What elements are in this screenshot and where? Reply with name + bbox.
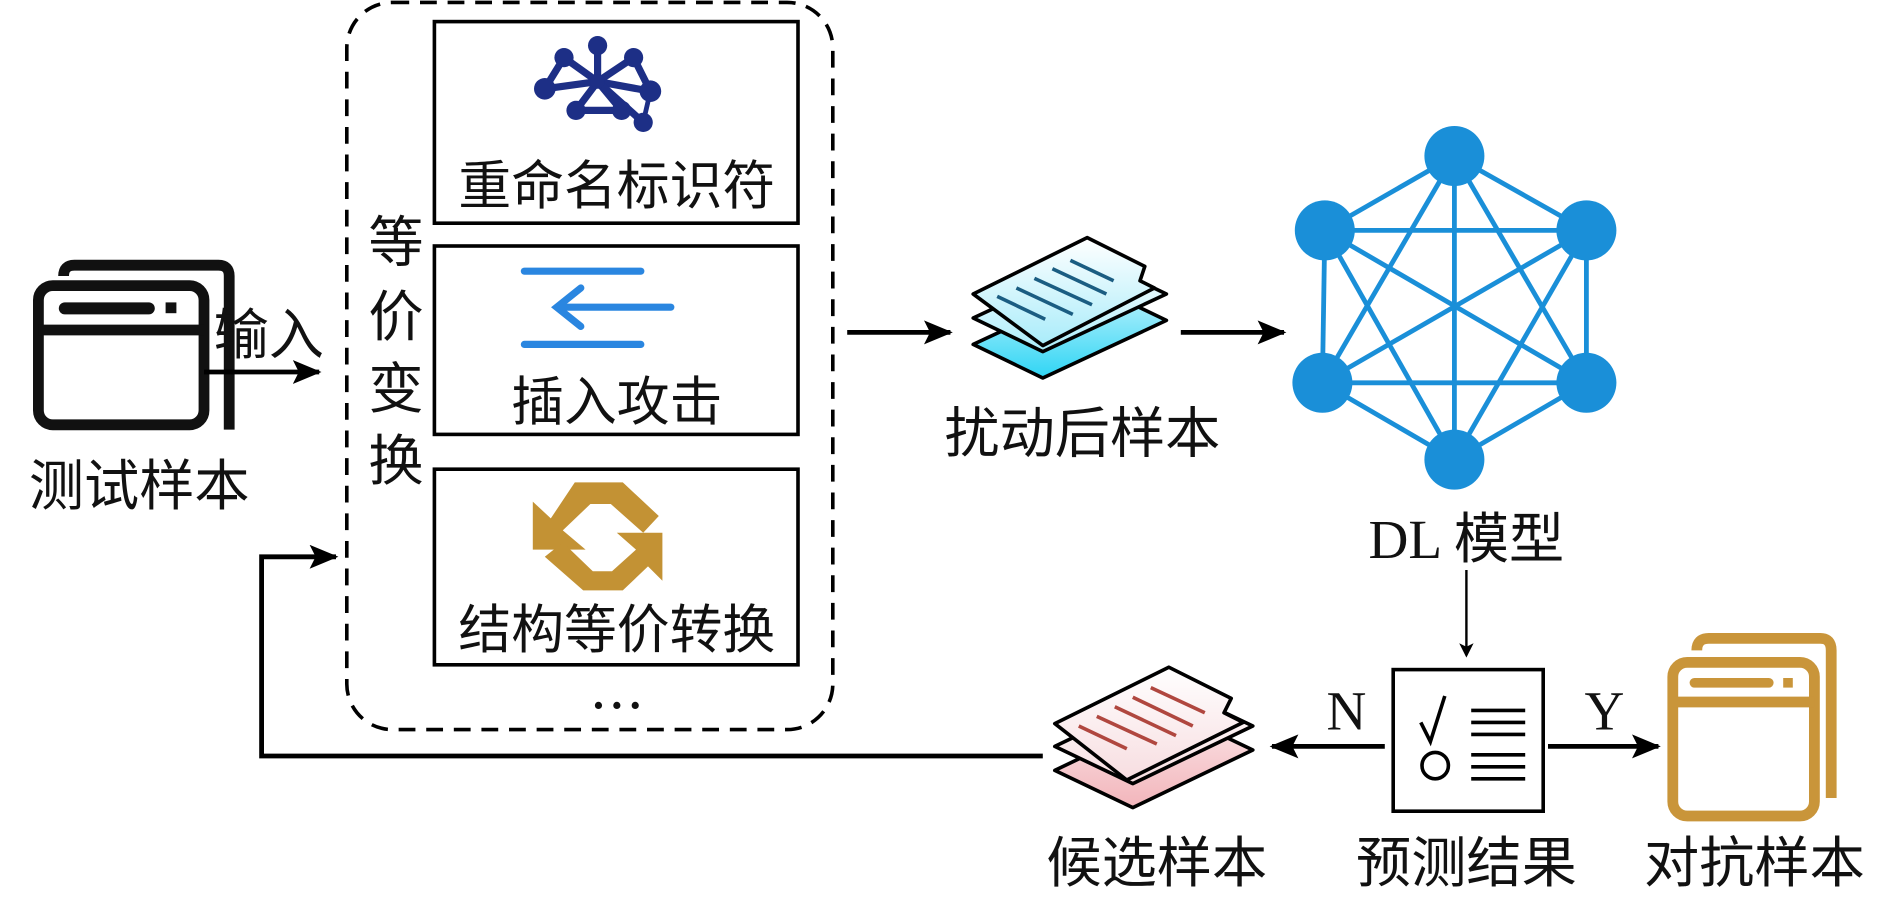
candidate-sample-node: 候选样本	[1046, 665, 1267, 896]
window-stack-icon	[33, 259, 235, 431]
network-edge	[1321, 228, 1588, 385]
method-rename-identifier: 重命名标识符	[432, 19, 800, 225]
equivalent-transform-group: 等 价 变 换	[344, 0, 835, 732]
group-label-char: 价	[368, 286, 423, 350]
method-label: 重命名标识符	[458, 156, 775, 217]
network-edges	[1320, 153, 1589, 462]
method-label: 插入攻击	[511, 372, 722, 433]
perturbed-sample-label: 扰动后样本	[944, 402, 1220, 466]
method-label: 结构等价转换	[458, 600, 775, 661]
network-edge	[1452, 229, 1589, 461]
equivalent-transform-label: 等 价 变 换	[368, 212, 423, 494]
document-stack-icon	[1053, 665, 1255, 810]
prediction-node: 预测结果	[1356, 667, 1577, 896]
yes-edge: Y	[1548, 681, 1661, 759]
group-label-char: 换	[368, 430, 423, 494]
dl-model-label: DL 模型	[1369, 509, 1565, 570]
swap-arrows-icon	[532, 482, 663, 591]
candidate-sample-label: 候选样本	[1046, 832, 1267, 896]
adversarial-sample-label: 对抗样本	[1644, 832, 1865, 896]
no-edge-label: N	[1326, 681, 1366, 742]
prediction-label: 预测结果	[1356, 832, 1577, 896]
neural-network-icon	[1292, 126, 1617, 490]
group-label-char: 等	[368, 212, 423, 276]
feedback-loop-arrow	[259, 544, 1043, 759]
method-insertion-attack: 插入攻击	[432, 244, 800, 437]
window-stack-icon	[1667, 633, 1837, 822]
test-sample-node: 测试样本	[29, 259, 250, 519]
yes-edge-label: Y	[1584, 681, 1624, 742]
insert-arrow-icon	[520, 267, 675, 348]
test-sample-label: 测试样本	[29, 455, 250, 519]
method-structure-equivalent: 结构等价转换	[432, 467, 800, 667]
perturbed-sample-node: 扰动后样本	[944, 235, 1220, 466]
group-label-char: 变	[368, 358, 423, 422]
no-edge: N	[1269, 681, 1385, 759]
more-methods-ellipsis: …	[589, 658, 644, 722]
input-edge-label: 输入	[214, 304, 324, 368]
dashed-group-border	[344, 0, 835, 732]
network-hub-icon	[534, 36, 662, 132]
adversarial-sample-node: 对抗样本	[1644, 633, 1865, 896]
dl-model-node: DL 模型	[1292, 126, 1617, 570]
input-edge: 输入	[204, 304, 324, 384]
checklist-icon	[1391, 667, 1545, 813]
document-stack-icon	[971, 235, 1169, 380]
